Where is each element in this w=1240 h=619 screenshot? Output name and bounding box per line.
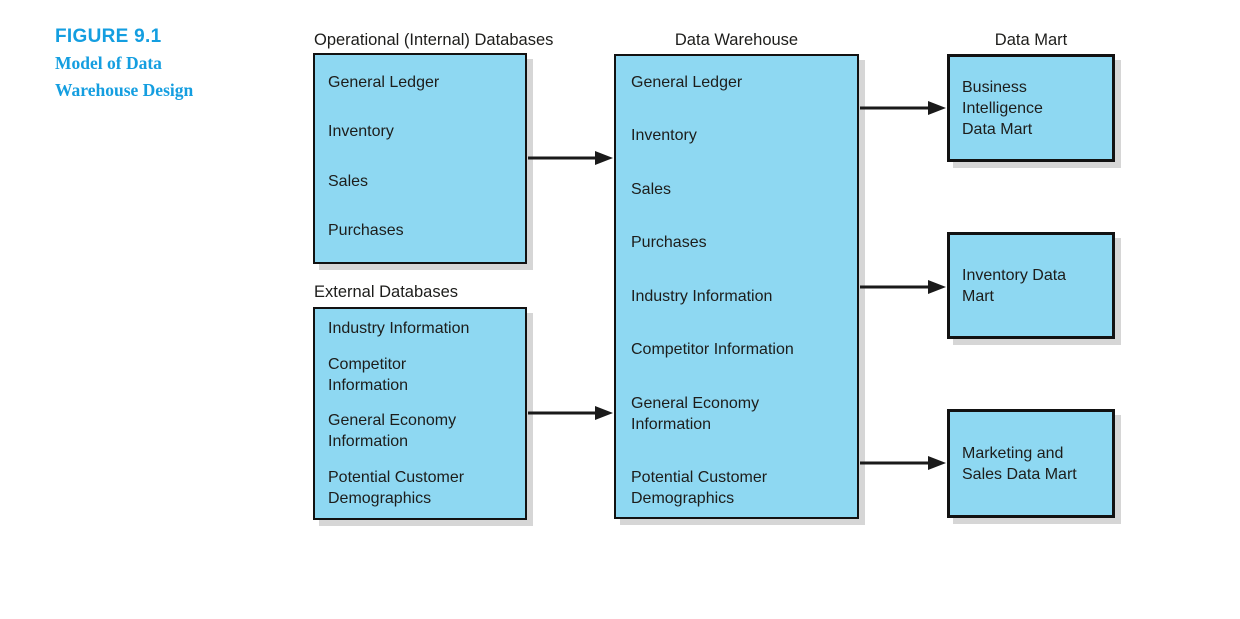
arrow-warehouse-to-marketing-mart [860,456,946,470]
external-item: General Economy Information [328,412,457,451]
data-warehouse-label: Data Warehouse [674,31,799,49]
data-warehouse-box: General Ledger Inventory Sales Purchases… [614,54,859,519]
arrow-warehouse-to-bi-mart [860,101,946,115]
mart-text: Inventory Data Mart [962,266,1067,305]
arrow-external-to-warehouse [528,406,613,420]
warehouse-item: Competitor Information [631,341,794,359]
operational-item: Sales [328,172,369,190]
warehouse-item: Sales [631,180,672,198]
external-item: Competitor Information [328,355,409,394]
figure-number: FIGURE 9.1 [55,26,162,47]
warehouse-item: Purchases [631,234,707,252]
mart-text: Business Intelligence Data Mart [962,78,1043,138]
operational-item: General Ledger [328,74,440,91]
operational-item: Purchases [328,221,404,239]
figure-caption: FIGURE 9.1 Model of Data Warehouse Desig… [55,26,245,104]
external-databases-box: Industry Information Competitor Informat… [313,307,527,520]
inventory-data-mart-box: Inventory Data Mart [947,232,1115,339]
warehouse-item: Inventory [631,127,697,145]
marketing-sales-data-mart-box: Marketing and Sales Data Mart [947,409,1115,518]
operational-databases-label: Operational (Internal) Databases [314,31,554,49]
mart-text: Marketing and Sales Data Mart [962,444,1077,483]
arrow-warehouse-to-inventory-mart [860,280,946,294]
warehouse-item: General Ledger [631,74,743,91]
warehouse-item: General Economy Information [631,394,760,433]
warehouse-item: Potential Customer Demographics [631,468,768,507]
warehouse-item: Industry Information [631,287,773,305]
external-item: Industry Information [328,320,470,337]
arrow-operational-to-warehouse [528,151,613,165]
external-databases-label: External Databases [314,283,458,301]
data-mart-label: Data Mart [994,31,1068,49]
operational-databases-box: General Ledger Inventory Sales Purchases [313,53,527,264]
business-intelligence-data-mart-box: Business Intelligence Data Mart [947,54,1115,162]
external-item: Potential Customer Demographics [328,468,465,507]
figure-title: Model of Data Warehouse Design [55,53,194,100]
operational-item: Inventory [328,123,394,141]
